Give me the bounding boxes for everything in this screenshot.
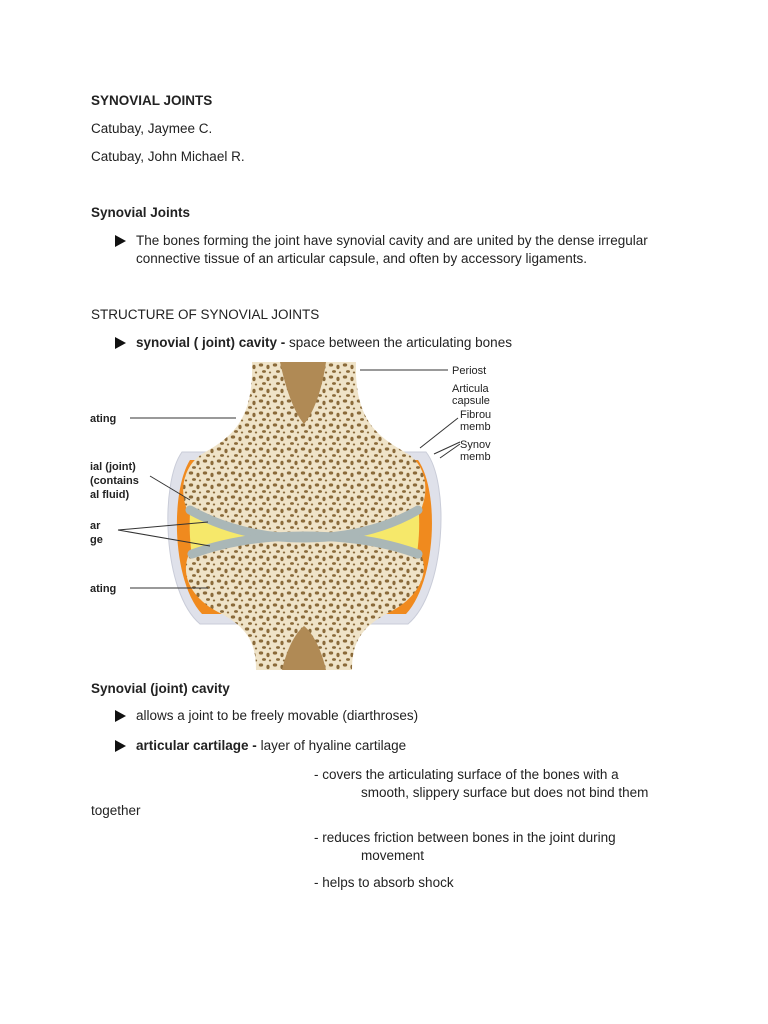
bullet-freely-movable: allows a joint to be freely movable (dia…: [136, 708, 419, 723]
bullet-definition: layer of hyaline cartilage: [256, 738, 407, 753]
section-heading-joint-cavity: Synovial (joint) cavity: [91, 681, 230, 696]
bullet-text-line-1: The bones forming the joint have synovia…: [136, 233, 648, 248]
note-covers-line-1: - covers the articulating surface of the…: [314, 767, 619, 782]
bullet-arrow-icon: [115, 710, 126, 722]
lower-medullary-cavity: [282, 626, 326, 670]
label-articular-capsule-2: capsule: [452, 395, 490, 407]
author-1: Catubay, Jaymee C.: [91, 121, 213, 136]
note-absorb-shock: - helps to absorb shock: [314, 875, 454, 890]
bullet-definition: space between the articulating bones: [285, 335, 512, 350]
label-articular-capsule-1: Articula: [452, 383, 490, 395]
upper-bone: [183, 362, 426, 538]
label-synovial-membrane-2: memb: [460, 451, 491, 463]
bullet-term: synovial ( joint) cavity -: [136, 335, 286, 350]
section-heading-structure: STRUCTURE OF SYNOVIAL JOINTS: [91, 307, 320, 322]
note-covers-line-3: together: [91, 803, 141, 818]
bullet-arrow-icon: [115, 337, 126, 349]
document-title: SYNOVIAL JOINTS: [91, 93, 213, 108]
upper-medullary-cavity: [280, 362, 326, 424]
bullet-arrow-icon: [115, 235, 126, 247]
label-joint-cavity-2: (contains: [90, 475, 139, 487]
bullet-text-line-2: connective tissue of an articular capsul…: [136, 251, 587, 266]
label-fibrous-membrane-2: memb: [460, 421, 491, 433]
bullet-articular-cartilage: articular cartilage - layer of hyaline c…: [136, 738, 406, 753]
synovial-joint-diagram: ating ial (joint) (contains al fluid) ar…: [90, 362, 502, 670]
label-joint-cavity-3: al fluid): [90, 489, 129, 501]
note-covers-line-2: smooth, slippery surface but does not bi…: [361, 785, 649, 800]
bullet-term: articular cartilage -: [136, 738, 257, 753]
section-heading-synovial-joints: Synovial Joints: [91, 205, 191, 220]
bullet-arrow-icon: [115, 740, 126, 752]
label-periosteum: Periost: [452, 365, 486, 377]
note-friction-line-1: - reduces friction between bones in the …: [314, 830, 616, 845]
label-articulating-bone-top: ating: [90, 413, 116, 425]
lower-articular-cartilage: [187, 531, 423, 559]
label-synovial-membrane-1: Synov: [460, 439, 491, 451]
label-articular-cartilage-1: ar: [90, 520, 101, 532]
label-articular-cartilage-2: ge: [90, 534, 103, 546]
label-joint-cavity-1: ial (joint): [90, 461, 136, 473]
note-friction-line-2: movement: [361, 848, 425, 863]
label-fibrous-membrane-1: Fibrou: [460, 409, 491, 421]
author-2: Catubay, John Michael R.: [91, 149, 245, 164]
lower-bone: [185, 536, 424, 670]
label-articulating-bone-bottom: ating: [90, 583, 116, 595]
bullet-synovial-cavity: synovial ( joint) cavity - space between…: [136, 335, 512, 350]
